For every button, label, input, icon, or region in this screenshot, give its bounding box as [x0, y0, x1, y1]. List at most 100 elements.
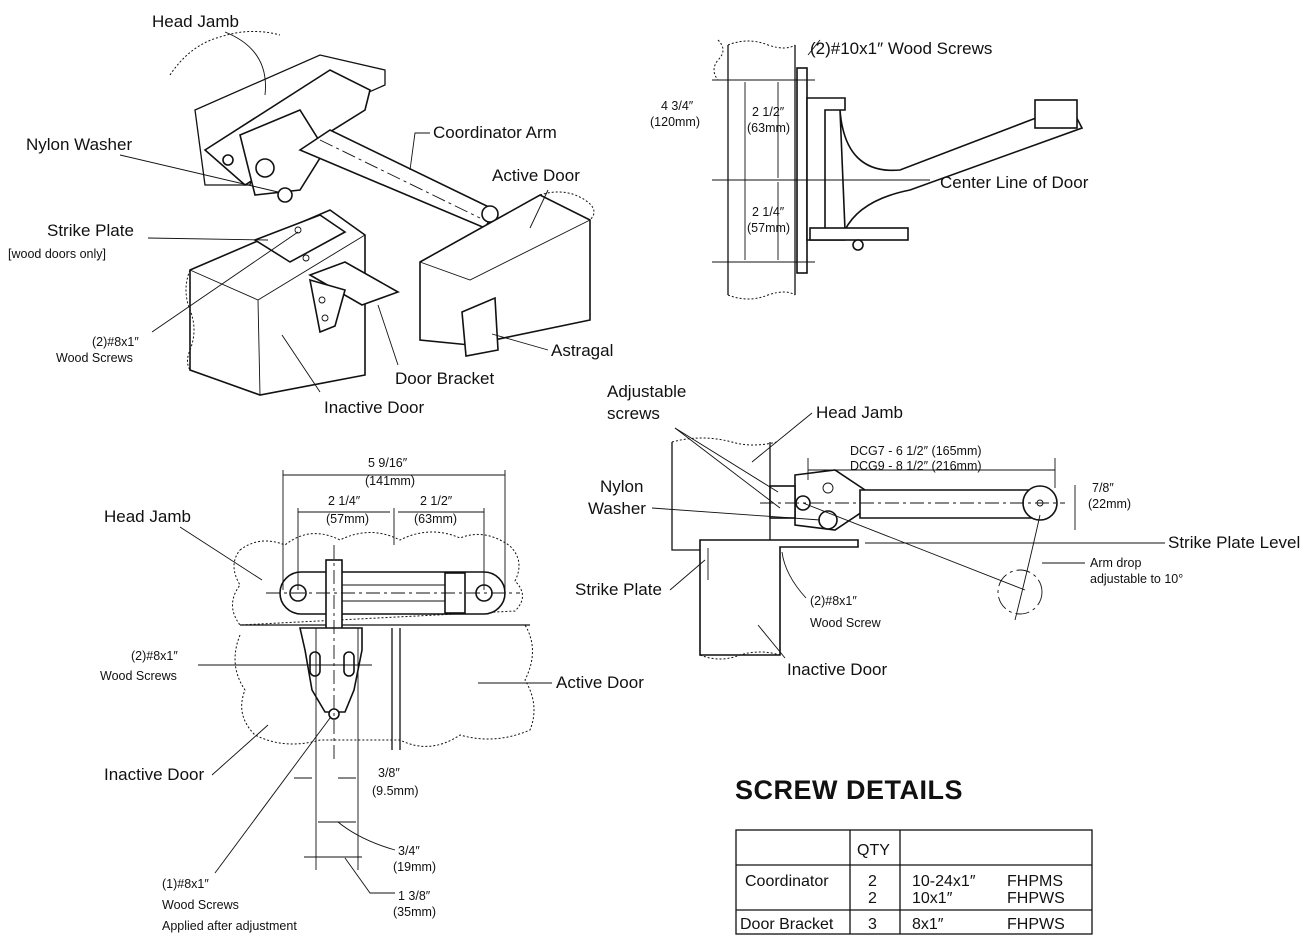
label-center-line-door: Center Line of Door: [940, 173, 1089, 192]
arm-roller: [481, 205, 499, 223]
door-top-wave: [727, 40, 796, 49]
leader-head-jamb-3: [751, 412, 813, 463]
plan-view-figure: 5 9/16″ (141mm) 2 1/4″ (57mm) 2 1/2″ (63…: [100, 456, 644, 933]
label-screws-4-line1: (2)#8x1″: [131, 649, 178, 663]
mounting-screw-head: [222, 154, 234, 166]
head-jamb-break-line: [169, 31, 281, 76]
label-strike-plate-3: Strike Plate: [575, 580, 662, 599]
leader-door-bracket: [377, 304, 399, 366]
arm-drop-line: [802, 502, 1026, 591]
table-header-qty: QTY: [857, 842, 890, 859]
leader-strike-plate-1: [147, 237, 269, 241]
label-side-lower-mm: (57mm): [747, 221, 790, 235]
leader-inactive-door-1: [281, 334, 321, 393]
active-door-break-line: [539, 191, 595, 221]
door-bracket-screw-2: [321, 314, 329, 322]
label-strike-plate-1: Strike Plate: [47, 221, 134, 240]
label-screw-3-line2: Wood Screw: [810, 616, 882, 630]
door-cloud: [234, 624, 535, 747]
strike-plate-screw: [294, 226, 302, 234]
label-note-line1: (1)#8x1″: [162, 877, 209, 891]
slot-right: [343, 651, 355, 677]
label-door-bracket: Door Bracket: [395, 369, 494, 388]
screw-details-table: QTY Coordinator 2 2 10-24x1″ 10x1″ FHPMS…: [735, 829, 1093, 935]
label-note-line2: Wood Screws: [162, 898, 239, 912]
label-head-jamb-4: Head Jamb: [104, 507, 191, 526]
table-cell-item: Door Bracket: [740, 916, 834, 933]
table-cell-type: FHPWS: [1007, 916, 1065, 933]
dim-ext-total-4: [282, 470, 506, 590]
mount-plate-side: [796, 67, 808, 274]
screw-details-heading: SCREW DETAILS: [735, 775, 963, 805]
label-note-line3: Applied after adjustment: [162, 919, 297, 933]
label-screws-1-line2: Wood Screws: [56, 351, 133, 365]
leader-note: [214, 717, 331, 874]
label-drop-in: 7/8″: [1092, 481, 1114, 495]
label-plan-right-in: 2 1/2″: [420, 494, 453, 508]
label-astragal: Astragal: [551, 341, 613, 360]
label-dim-b-mm: (19mm): [393, 860, 436, 874]
inactive-door-bottom-wave: [699, 651, 781, 660]
inactive-door-corner: [257, 299, 261, 396]
arm-drop-arc: [1014, 514, 1041, 621]
active-door-block: [419, 194, 591, 346]
table-cell-item: Coordinator: [745, 873, 829, 890]
label-screw-3-line1: (2)#8x1″: [810, 594, 857, 608]
head-jamb-cloud: [232, 531, 523, 626]
inactive-door-block: [189, 209, 366, 396]
jamb-top-wave: [671, 437, 778, 446]
label-side-screws: (2)#10x1″ Wood Screws: [810, 39, 992, 58]
slot-left: [309, 651, 321, 677]
active-door-top-edge: [419, 219, 591, 281]
leader-strike-plate-3: [669, 559, 706, 591]
adjust-screw-side: [852, 239, 864, 251]
nylon-washer-part: [277, 187, 293, 203]
leader-dim-c: [344, 857, 395, 894]
label-side-total-mm: (120mm): [650, 115, 700, 129]
dim-ext-partial-4: [297, 508, 485, 590]
leader-head-jamb-1: [224, 31, 266, 96]
leader-nylon-3: [651, 507, 821, 521]
door-bottom-wave: [727, 291, 796, 300]
label-plan-right-mm: (63mm): [414, 512, 457, 526]
label-nylon-line1: Nylon: [600, 477, 643, 496]
table-cell-type: FHPMS: [1007, 873, 1063, 890]
label-adjustable-line2: screws: [607, 404, 660, 423]
label-drop-mm: (22mm): [1088, 497, 1131, 511]
label-side-upper-mm: (63mm): [747, 121, 790, 135]
label-plan-total-in: 5 9/16″: [368, 456, 408, 470]
label-nylon-washer-1: Nylon Washer: [26, 135, 132, 154]
label-inactive-door-4: Inactive Door: [104, 765, 204, 784]
bracket-body-side: [806, 97, 846, 241]
side-view-figure: (2)#10x1″ Wood Screws 4 3/4″ (120mm) 2 1…: [650, 39, 1089, 300]
label-active-door-1: Active Door: [492, 166, 580, 185]
table-cell-qty: 2: [868, 890, 877, 907]
table-cell-qty: 3: [868, 916, 877, 933]
label-dim-c-mm: (35mm): [393, 905, 436, 919]
label-dim-a-in: 3/8″: [378, 766, 400, 780]
table-cell-type: FHPWS: [1007, 890, 1065, 907]
label-plan-total-mm: (141mm): [365, 474, 415, 488]
table-cell-size: 10x1″: [912, 890, 953, 907]
arm-side: [859, 489, 1041, 519]
label-plan-left-mm: (57mm): [326, 512, 369, 526]
door-bracket-arm: [308, 261, 400, 306]
leader-coordinator-arm: [409, 132, 430, 171]
strike-plate-side: [809, 227, 909, 241]
label-active-door-4: Active Door: [556, 673, 644, 692]
label-strike-level: Strike Plate Level: [1168, 533, 1300, 552]
isometric-assembly-figure: Head Jamb Nylon Washer Coordinator Arm A…: [8, 12, 613, 417]
leader-nylon-washer-1: [119, 154, 279, 193]
label-dcg7: DCG7 - 6 1/2″ (165mm): [850, 444, 982, 458]
label-coordinator-arm: Coordinator Arm: [433, 123, 557, 142]
arm-rails-plan: [342, 584, 445, 602]
label-head-jamb-3: Head Jamb: [816, 403, 903, 422]
astragal-part: [461, 296, 499, 357]
door-bracket-screw: [318, 296, 326, 304]
leader-head-jamb-4: [179, 526, 263, 581]
label-side-upper-in: 2 1/2″: [752, 105, 785, 119]
label-inactive-door-1: Inactive Door: [324, 398, 424, 417]
adjustable-screw-block: [769, 485, 796, 519]
table-cell-qty: 2: [868, 873, 877, 890]
